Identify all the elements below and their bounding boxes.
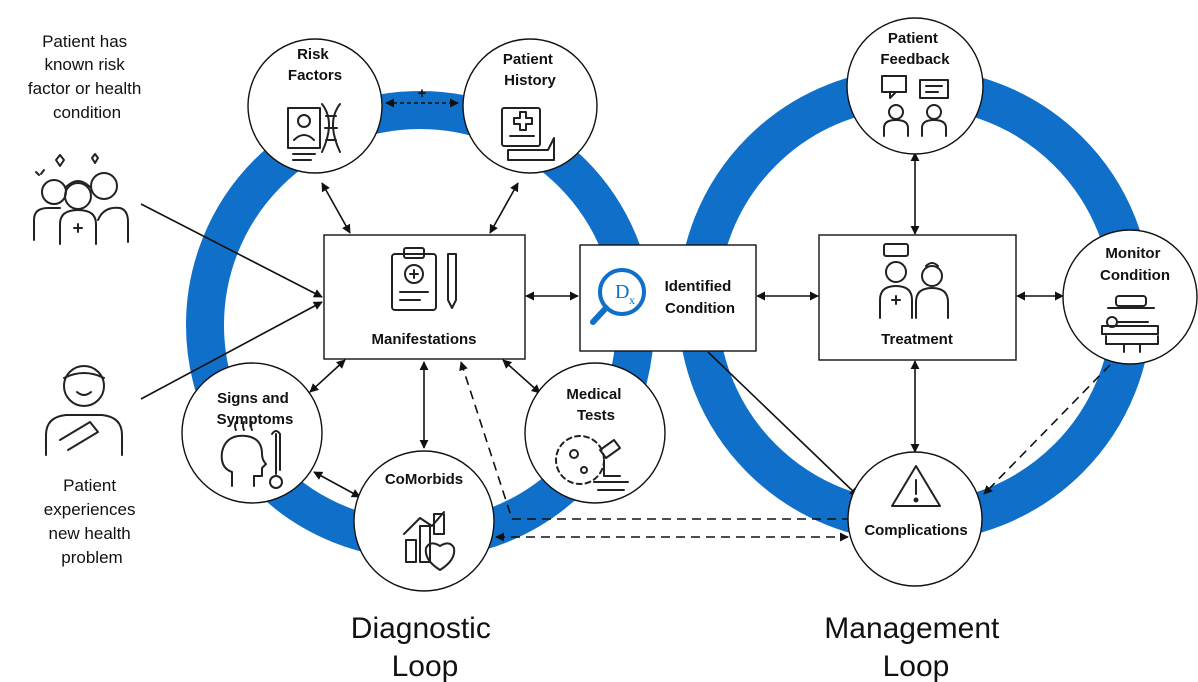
connectors bbox=[140, 98, 1064, 498]
patient-feedback-circle bbox=[846, 17, 984, 155]
arrow-dx-complications bbox=[707, 351, 859, 497]
medical-tests-circle bbox=[524, 362, 666, 504]
injured-patient-icon bbox=[45, 365, 123, 456]
dna-profile-icon bbox=[287, 103, 341, 161]
complications-circle bbox=[847, 451, 983, 587]
chat-people-icon bbox=[881, 75, 949, 137]
dx-magnifier-icon: D x bbox=[590, 268, 646, 325]
clipboard-folder-icon bbox=[501, 107, 555, 161]
comorbids-label: CoMorbids bbox=[385, 471, 463, 488]
monitor-condition-label: Monitor Condition bbox=[1100, 245, 1170, 284]
warning-icon bbox=[891, 465, 941, 507]
svg-text:x: x bbox=[629, 293, 635, 307]
monitor-bed-icon bbox=[1101, 295, 1159, 353]
new-problem-note: Patient experiences new health problem bbox=[44, 476, 140, 567]
arrow-risk-manifest bbox=[321, 182, 351, 234]
arrow-history-manifest bbox=[489, 182, 519, 234]
dashed-monitor-complications bbox=[983, 364, 1111, 495]
arrow-new-problem bbox=[140, 301, 323, 400]
complications-label: Complications bbox=[864, 522, 967, 539]
svg-text:D: D bbox=[615, 281, 629, 303]
doctors-icon bbox=[879, 243, 949, 319]
medical-tests-label: Medical Tests bbox=[566, 386, 625, 424]
diagnostic-loop-title: Diagnostic Loop bbox=[351, 612, 499, 682]
chart-heart-icon bbox=[403, 511, 456, 571]
manifestations-label: Manifestations bbox=[371, 331, 476, 348]
plus-sign: + bbox=[418, 85, 427, 102]
identified-condition-label: Identified Condition bbox=[665, 278, 736, 317]
arrow-manifest-tests bbox=[502, 359, 541, 394]
dashed-complications-manifest bbox=[459, 361, 851, 520]
arrow-signs-comorbid bbox=[313, 471, 361, 498]
family-icon bbox=[33, 153, 129, 245]
risk-factors-circle bbox=[247, 38, 383, 174]
patient-history-label: Patient History bbox=[503, 51, 557, 89]
clipboard-pen-icon bbox=[391, 247, 457, 311]
management-loop-title: Management Loop bbox=[824, 612, 1007, 682]
identified-condition-box bbox=[579, 244, 757, 352]
patient-history-circle bbox=[462, 38, 598, 174]
known-risk-note: Patient has known risk factor or health … bbox=[28, 32, 146, 122]
microscope-icon bbox=[555, 435, 629, 491]
treatment-label: Treatment bbox=[881, 331, 953, 348]
signs-symptoms-circle bbox=[181, 362, 323, 504]
arrow-known-risk bbox=[140, 203, 323, 298]
dashed-connectors bbox=[459, 361, 1111, 542]
arrow-manifest-signs bbox=[309, 359, 346, 393]
fever-icon bbox=[220, 421, 283, 489]
risk-factors-label: Risk Factors bbox=[288, 46, 342, 84]
patient-feedback-label: Patient Feedback bbox=[880, 30, 950, 68]
